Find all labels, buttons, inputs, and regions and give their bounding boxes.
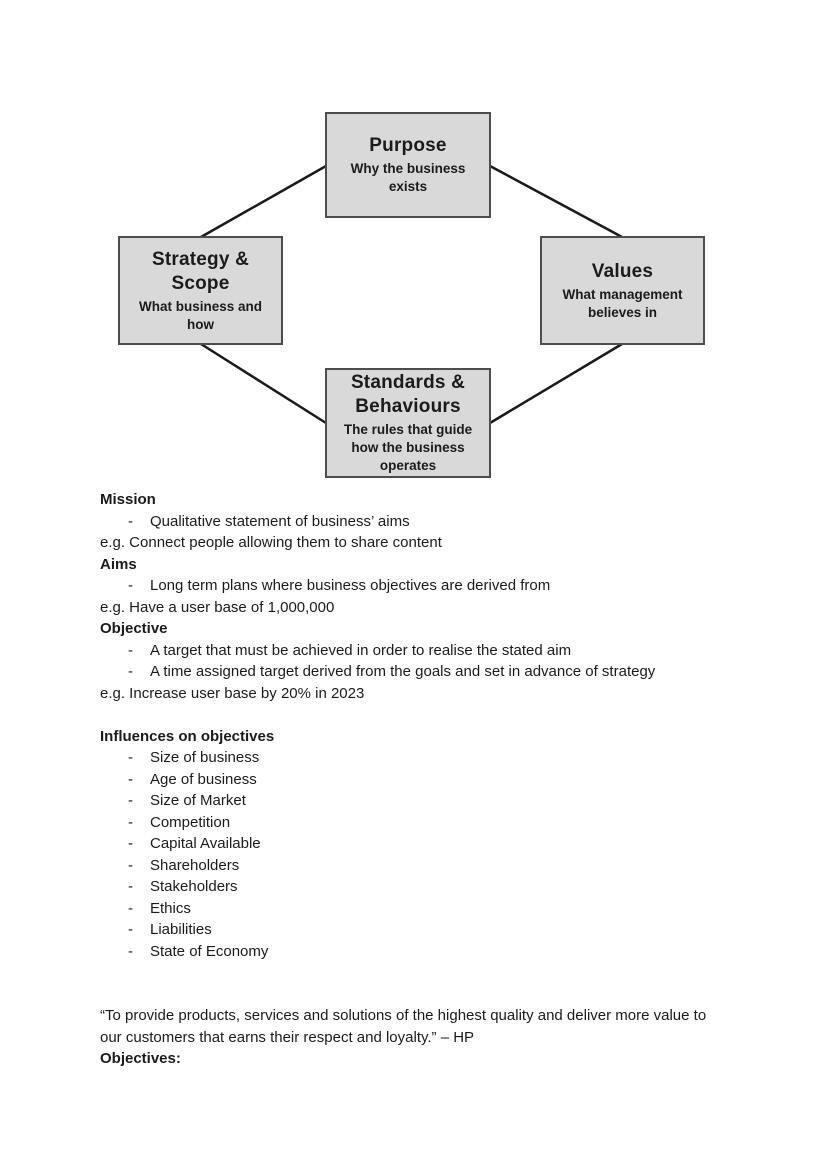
list-item: Qualitative statement of business’ aims (100, 511, 722, 533)
list-item-text: Competition (150, 813, 231, 831)
bullet-dash (100, 511, 150, 533)
list-item-text: A time assigned target derived from the … (150, 663, 656, 680)
list-item: State of Economy (100, 941, 722, 963)
box-title: Standards & Behaviours (350, 372, 466, 417)
diagram-box-purpose: Purpose Why the business exists (325, 112, 491, 218)
list-item: A target that must be achieved in order … (100, 640, 722, 662)
list-item-text: Age of business (150, 770, 257, 788)
section-heading: Influences on objectives (100, 727, 275, 745)
box-subtitle: The rules that guide how the business op… (343, 422, 473, 473)
diagram-box-standards-behaviours: Standards & Behaviours The rules that gu… (325, 368, 491, 478)
business-framework-diagram: Purpose Why the business exists Strategy… (0, 0, 828, 490)
list-item: Long term plans where business objective… (100, 575, 722, 597)
box-subtitle: What business and how (138, 298, 263, 332)
box-title: Purpose (369, 135, 447, 156)
box-subtitle: What management believes in (562, 286, 683, 320)
diagram-connector-lines (200, 164, 623, 425)
section-heading: Objective (100, 620, 168, 637)
notes-text: Mission Qualitative statement of busines… (100, 489, 722, 1070)
list-item-text: Size of business (150, 749, 260, 766)
list-item-text: Stakeholders (150, 878, 238, 895)
list-item-text: Ethics (150, 899, 191, 917)
example-line: e.g. Have a user base of 1,000,000 (100, 598, 335, 616)
list-item-text: A target that must be achieved in order … (150, 641, 572, 659)
bullet-dash (100, 919, 150, 941)
diagram-box-strategy-scope: Strategy & Scope What business and how (118, 236, 283, 345)
bullet-dash (100, 898, 150, 920)
connector-purpose-values (489, 164, 623, 239)
section-mission: Mission Qualitative statement of busines… (100, 489, 722, 554)
bullet-dash (100, 640, 150, 662)
list-item: Liabilities (100, 919, 722, 941)
bullet-dash (100, 575, 150, 597)
list-item: Ethics (100, 898, 722, 920)
bullet-dash (100, 812, 150, 834)
connector-purpose-strategy (200, 164, 327, 239)
bullet-dash (100, 769, 150, 791)
section-aims: Aims Long term plans where business obje… (100, 554, 722, 619)
section-objective: Objective A target that must be achieved… (100, 618, 722, 704)
quote-text: “To provide products, services and solut… (100, 1007, 707, 1046)
example-line: e.g. Increase user base by 20% in 2023 (100, 684, 365, 702)
list-item: Competition (100, 812, 722, 834)
bullet-dash (100, 876, 150, 898)
list-item: Age of business (100, 769, 722, 791)
list-item-text: State of Economy (150, 942, 269, 960)
list-item: Capital Available (100, 833, 722, 855)
diagram-box-values: Values What management believes in (540, 236, 705, 345)
list-item-text: Shareholders (150, 856, 240, 874)
list-item: A time assigned target derived from the … (100, 661, 722, 683)
list-item: Stakeholders (100, 876, 722, 898)
example-line: e.g. Connect people allowing them to sha… (100, 534, 442, 551)
connector-values-standards (489, 342, 623, 425)
section-quote: “To provide products, services and solut… (100, 1005, 722, 1070)
bullet-dash (100, 790, 150, 812)
list-item-text: Liabilities (150, 921, 212, 938)
list-item: Size of business (100, 747, 722, 769)
section-heading: Mission (100, 491, 156, 508)
list-item: Shareholders (100, 855, 722, 877)
bullet-dash (100, 855, 150, 877)
bullet-dash (100, 747, 150, 769)
list-item-text: Size of Market (150, 792, 246, 809)
list-item-text: Long term plans where business objective… (150, 577, 551, 594)
list-item: Size of Market (100, 790, 722, 812)
connector-strategy-standards (200, 342, 327, 425)
box-title: Strategy & Scope (151, 248, 250, 294)
bullet-dash (100, 941, 150, 963)
box-subtitle: Why the business exists (350, 161, 466, 194)
section-influences: Influences on objectives Size of busines… (100, 726, 722, 963)
bullet-dash (100, 833, 150, 855)
list-item-text: Capital Available (150, 835, 261, 852)
section-heading: Aims (100, 555, 137, 573)
box-title: Values (591, 260, 654, 282)
list-item-text: Qualitative statement of business’ aims (150, 512, 410, 530)
bullet-dash (100, 661, 150, 683)
objectives-heading: Objectives: (100, 1050, 181, 1067)
